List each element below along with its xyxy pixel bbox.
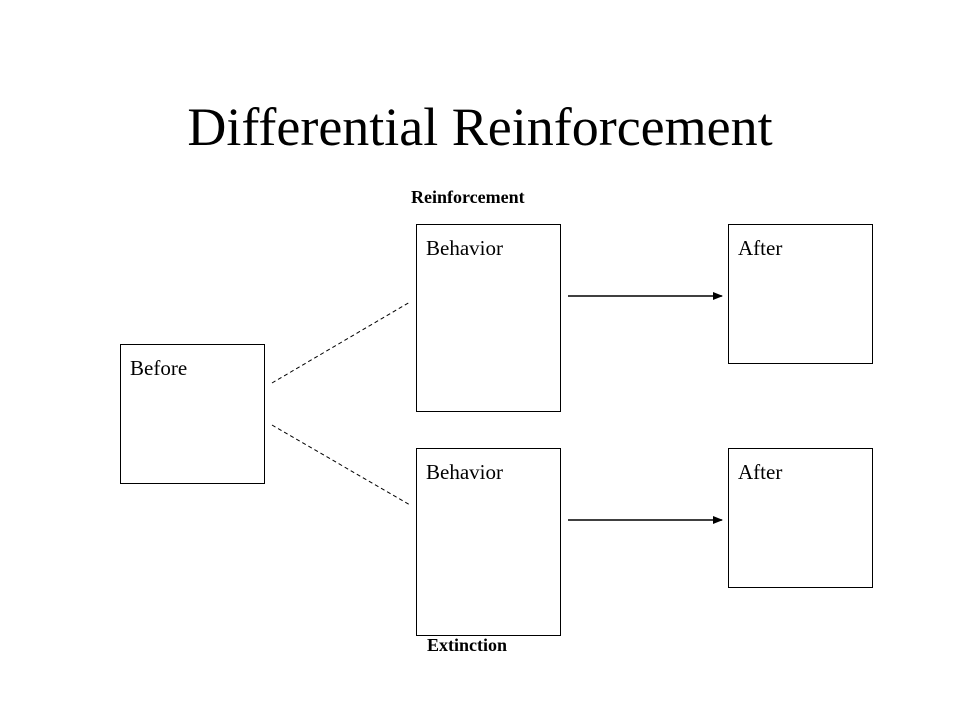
before-box: Before xyxy=(120,344,265,484)
after-box-bottom-label: After xyxy=(738,460,783,484)
behavior-box-bottom: Behavior xyxy=(416,448,561,636)
behavior-box-top-label: Behavior xyxy=(426,236,503,260)
after-box-bottom: After xyxy=(728,448,873,588)
dashed-line-to-bottom-behavior xyxy=(271,424,411,506)
before-box-label: Before xyxy=(130,356,188,380)
behavior-box-bottom-label: Behavior xyxy=(426,460,503,484)
dashed-line-to-top-behavior xyxy=(271,301,411,384)
reinforcement-label: Reinforcement xyxy=(411,187,525,207)
after-box-top-label: After xyxy=(738,236,783,260)
extinction-label: Extinction xyxy=(427,635,508,655)
after-box-top: After xyxy=(728,224,873,364)
behavior-box-top: Behavior xyxy=(416,224,561,412)
slide-title: Differential Reinforcement xyxy=(187,97,773,157)
